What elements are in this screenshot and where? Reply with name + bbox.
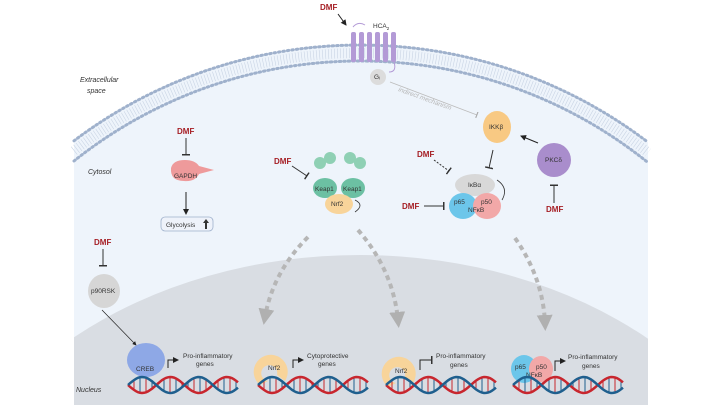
nfkb-label: NFκB bbox=[468, 207, 484, 214]
dna-helix bbox=[127, 375, 239, 395]
pkcd-label: PKCδ bbox=[545, 157, 562, 164]
nuclear-panel-creb: CREB Pro-inflammatory genes bbox=[127, 343, 233, 377]
region-cytosol: Cytosol bbox=[88, 169, 112, 176]
p90rsk-protein bbox=[88, 274, 120, 308]
dmf-label: DMF bbox=[320, 3, 337, 12]
ikba-nfkb-complex bbox=[449, 174, 501, 219]
nuclear-panel-nrf2-cytoprotective: Nrf2 Cytoprotective genes bbox=[253, 353, 349, 385]
dna-strand bbox=[385, 375, 497, 395]
glycolysis-box bbox=[160, 216, 214, 232]
nrf2-label: Nrf2 bbox=[331, 201, 344, 208]
hca2-label: HCA2 bbox=[373, 23, 390, 31]
gi-protein bbox=[370, 69, 386, 85]
dmf-label: DMF bbox=[177, 127, 194, 136]
dna-helix bbox=[512, 375, 624, 395]
p65-label: p65 bbox=[454, 199, 465, 206]
gene-label: Pro-inflammatory bbox=[568, 354, 618, 361]
dmf-label: DMF bbox=[94, 238, 111, 247]
p90rsk-label: p90RSK bbox=[91, 288, 116, 295]
dmf-label: DMF bbox=[402, 202, 419, 211]
keap1-label: Keap1 bbox=[315, 186, 334, 193]
region-extracellular-2: space bbox=[87, 88, 106, 95]
translocation-arrows bbox=[258, 228, 553, 331]
nrf2-label: Nrf2 bbox=[268, 365, 281, 372]
gene-label: genes bbox=[450, 362, 468, 369]
gapdh-label: GAPDH bbox=[174, 173, 197, 180]
gene-label: Pro-inflammatory bbox=[436, 353, 486, 360]
dna-strand bbox=[385, 375, 497, 395]
gi-label: Gᵢ bbox=[374, 74, 380, 81]
nrf2-label: Nrf2 bbox=[395, 368, 408, 375]
nuclear-panel-nrf2-inhibit: Nrf2 Pro-inflammatory genes bbox=[381, 353, 486, 387]
pkcd-protein bbox=[537, 143, 571, 177]
region-nucleus: Nucleus bbox=[76, 387, 102, 394]
dmf-label: DMF bbox=[546, 205, 563, 214]
gene-label: genes bbox=[582, 363, 600, 370]
creb-protein bbox=[127, 343, 165, 377]
dna-strand bbox=[257, 375, 369, 395]
hca2-receptor bbox=[351, 22, 396, 73]
glycolysis-label: Glycolysis bbox=[166, 222, 196, 229]
ikkb-label: IKKβ bbox=[489, 124, 503, 131]
dna-strand bbox=[127, 375, 239, 395]
gene-label: genes bbox=[196, 361, 214, 368]
dna-strand bbox=[512, 375, 624, 395]
nuclear-panel-nfkb: p65 p50 NFκB Pro-inflammatory genes bbox=[511, 354, 618, 383]
nfkb-label: NFκB bbox=[526, 372, 542, 379]
dna-helix bbox=[385, 375, 497, 395]
dna-strand bbox=[127, 375, 239, 395]
up-arrow-icon bbox=[203, 219, 209, 229]
gapdh-protein bbox=[170, 160, 214, 182]
dna-strand bbox=[257, 375, 369, 395]
dmf-label: DMF bbox=[417, 150, 434, 159]
dmf-label: DMF bbox=[274, 157, 291, 166]
nucleus bbox=[74, 255, 648, 405]
gene-label: Cytoprotective bbox=[307, 353, 349, 360]
p65-label: p65 bbox=[515, 364, 526, 371]
ikkb-protein bbox=[483, 111, 511, 143]
region-extracellular: Extracellular bbox=[80, 77, 119, 84]
keap1-nrf2-complex bbox=[313, 152, 366, 214]
dna-helix bbox=[257, 375, 369, 395]
gene-label: genes bbox=[318, 361, 336, 368]
p50-label: p50 bbox=[481, 199, 492, 206]
creb-label: CREB bbox=[136, 366, 154, 373]
keap1-label: Keap1 bbox=[343, 186, 362, 193]
p50-label: p50 bbox=[536, 364, 547, 371]
gene-label: Pro-inflammatory bbox=[183, 353, 233, 360]
dna-strand bbox=[512, 375, 624, 395]
ikba-label: IκBα bbox=[468, 182, 481, 189]
